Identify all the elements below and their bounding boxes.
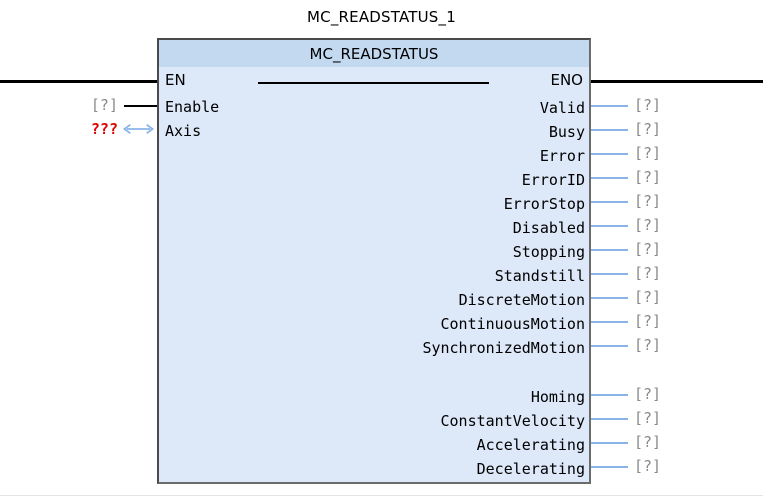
output-wire-disabled[interactable]	[591, 225, 628, 227]
output-value-disabled[interactable]: [?]	[634, 216, 662, 234]
output-value-decelerating[interactable]: [?]	[634, 457, 662, 475]
output-pin-homing[interactable]: Homing	[530, 388, 585, 406]
output-value-errorstop[interactable]: [?]	[634, 192, 662, 210]
input-pin-enable[interactable]: Enable	[165, 98, 220, 116]
output-pin-valid[interactable]: Valid	[539, 99, 585, 117]
output-pin-errorid[interactable]: ErrorID	[521, 171, 585, 189]
output-pin-error[interactable]: Error	[539, 147, 585, 165]
output-value-valid[interactable]: [?]	[634, 96, 662, 114]
output-value-continuousmotion[interactable]: [?]	[634, 312, 662, 330]
output-pin-discretemotion[interactable]: DiscreteMotion	[458, 291, 585, 309]
output-wire-errorid[interactable]	[591, 177, 628, 179]
input-wire-enable[interactable]	[124, 105, 157, 107]
instance-name-label: MC_READSTATUS_1	[307, 8, 456, 26]
bottom-divider	[0, 495, 763, 496]
output-value-errorid[interactable]: [?]	[634, 168, 662, 186]
output-value-error[interactable]: [?]	[634, 144, 662, 162]
output-wire-standstill[interactable]	[591, 273, 628, 275]
input-bidirectional-arrow-axis[interactable]	[120, 123, 157, 135]
output-value-stopping[interactable]: [?]	[634, 240, 662, 258]
output-wire-accelerating[interactable]	[591, 442, 628, 444]
output-pin-standstill[interactable]: Standstill	[494, 267, 585, 285]
output-value-discretemotion[interactable]: [?]	[634, 288, 662, 306]
input-value-axis[interactable]: ???	[90, 120, 118, 138]
output-wire-decelerating[interactable]	[591, 466, 628, 468]
pin-label-en[interactable]: EN	[165, 71, 186, 89]
output-value-accelerating[interactable]: [?]	[634, 433, 662, 451]
output-wire-busy[interactable]	[591, 129, 628, 131]
output-pin-constantvelocity[interactable]: ConstantVelocity	[440, 412, 586, 430]
input-pin-axis[interactable]: Axis	[165, 122, 202, 140]
power-rail-left	[0, 80, 158, 83]
output-wire-constantvelocity[interactable]	[591, 418, 628, 420]
output-pin-busy[interactable]: Busy	[548, 123, 585, 141]
input-value-enable[interactable]: [?]	[90, 96, 118, 114]
output-pin-accelerating[interactable]: Accelerating	[476, 436, 585, 454]
function-block-type-label: MC_READSTATUS	[159, 40, 589, 67]
output-pin-decelerating[interactable]: Decelerating	[476, 460, 585, 478]
output-wire-discretemotion[interactable]	[591, 297, 628, 299]
output-wire-errorstop[interactable]	[591, 201, 628, 203]
pin-label-eno[interactable]: ENO	[550, 71, 583, 89]
en-separator-line	[258, 82, 489, 84]
output-value-standstill[interactable]: [?]	[634, 264, 662, 282]
output-pin-stopping[interactable]: Stopping	[512, 243, 585, 261]
output-value-homing[interactable]: [?]	[634, 385, 662, 403]
output-wire-continuousmotion[interactable]	[591, 321, 628, 323]
output-pin-errorstop[interactable]: ErrorStop	[503, 195, 585, 213]
output-pin-continuousmotion[interactable]: ContinuousMotion	[440, 315, 586, 333]
output-value-busy[interactable]: [?]	[634, 120, 662, 138]
output-value-constantvelocity[interactable]: [?]	[634, 409, 662, 427]
output-wire-error[interactable]	[591, 153, 628, 155]
output-wire-homing[interactable]	[591, 394, 628, 396]
output-wire-valid[interactable]	[591, 105, 628, 107]
power-rail-right	[591, 80, 763, 83]
output-pin-disabled[interactable]: Disabled	[512, 219, 585, 237]
output-value-synchronizedmotion[interactable]: [?]	[634, 336, 662, 354]
output-wire-stopping[interactable]	[591, 249, 628, 251]
output-wire-synchronizedmotion[interactable]	[591, 345, 628, 347]
output-pin-synchronizedmotion[interactable]: SynchronizedMotion	[422, 339, 585, 357]
